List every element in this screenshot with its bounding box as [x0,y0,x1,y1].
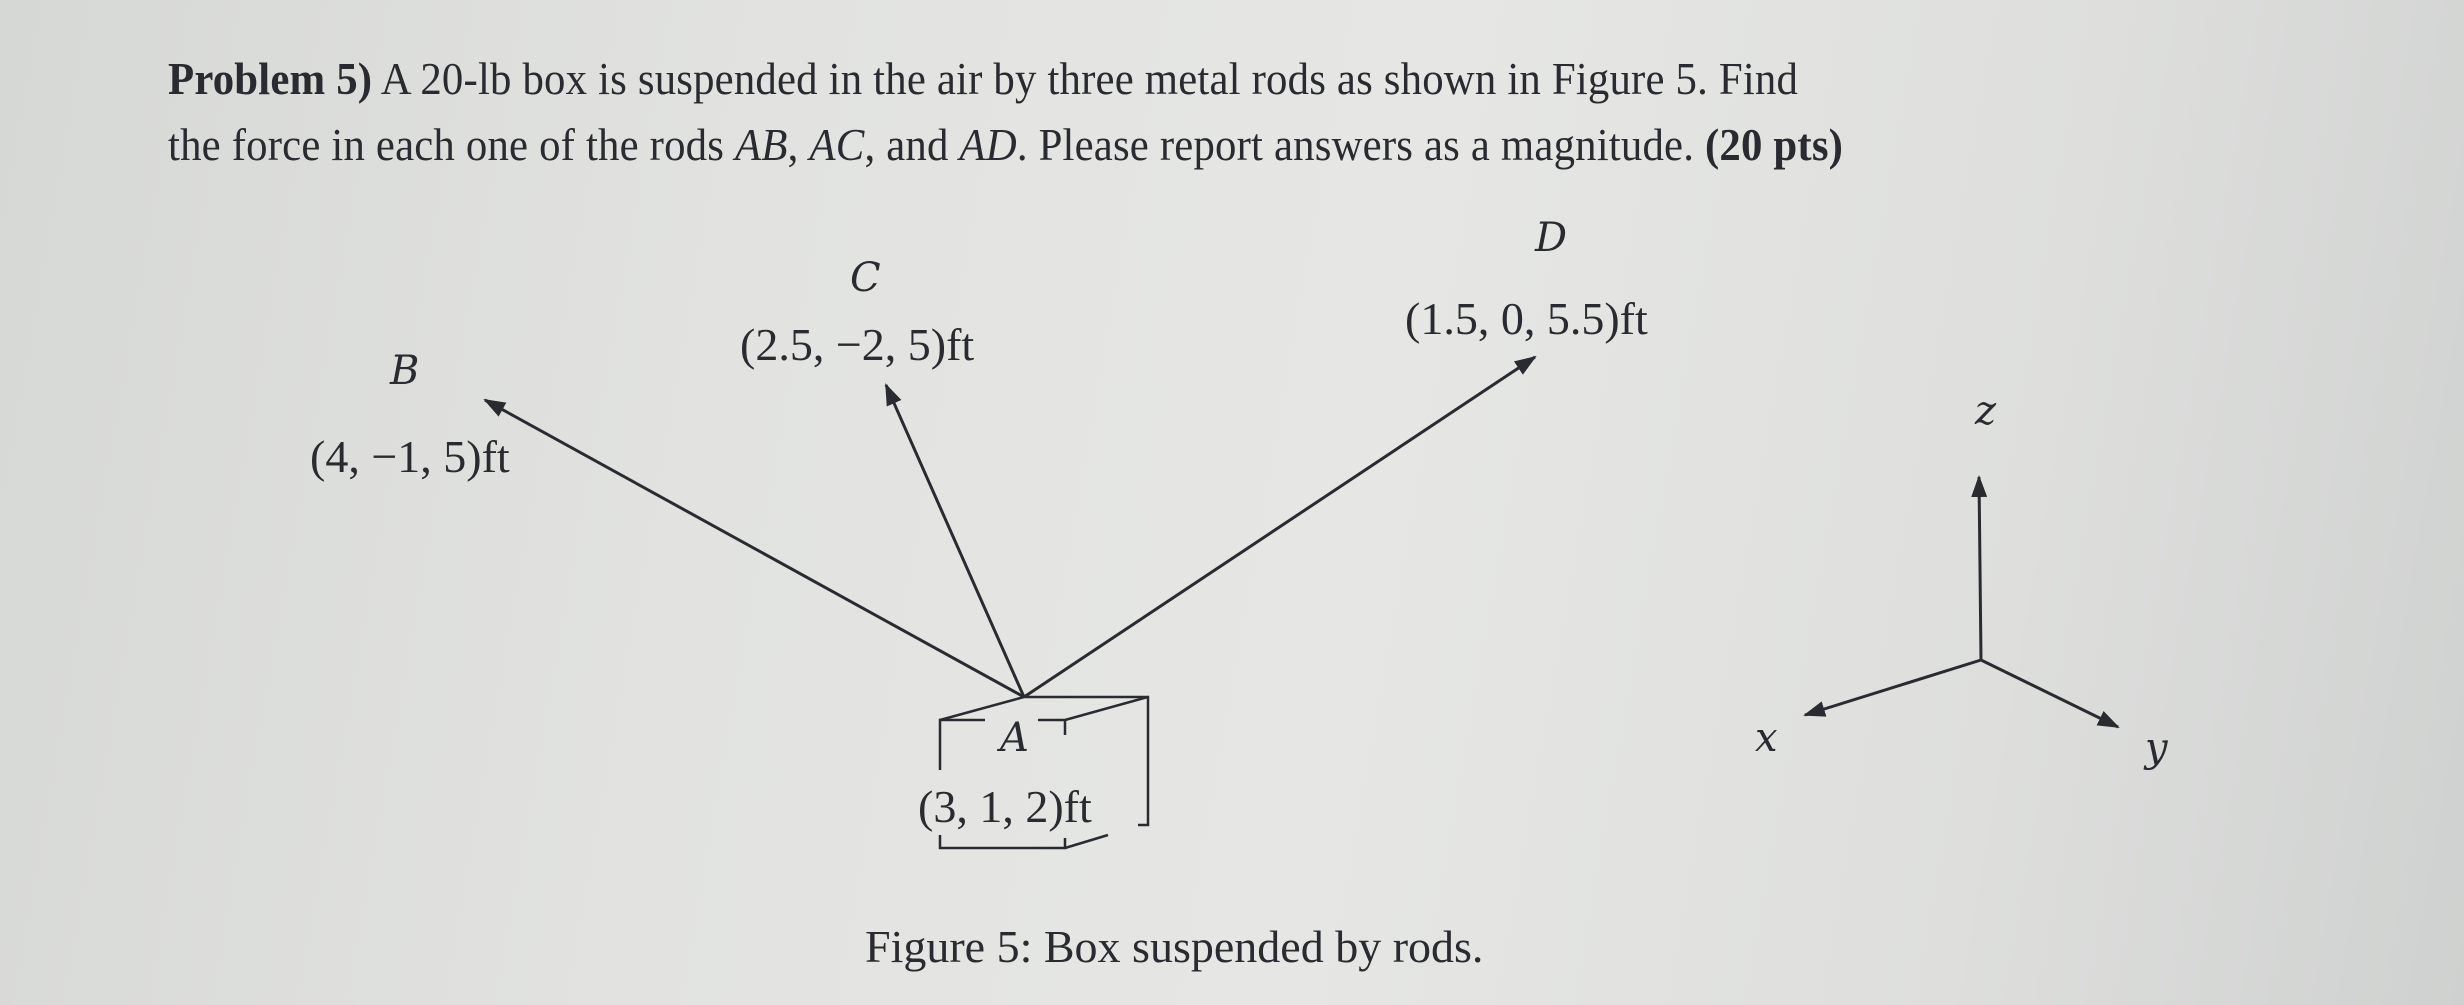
point-c-coord: (2.5, −2, 5)ft [740,319,975,370]
point-b-coord: (4, −1, 5)ft [310,431,510,482]
point-b-label: B [390,348,420,394]
problem-line-1: Problem 5) A 20-lb box is suspended in t… [168,53,1799,104]
rod-ab: AB [734,119,788,170]
rod-ad: AD [959,119,1017,170]
problem-label: Problem 5) [168,53,373,104]
point-c-label: C [850,255,881,301]
point-d-label: D [1535,215,1568,261]
rod-ac-line [884,383,1026,698]
point-a-coord: (3, 1, 2)ft [918,781,1092,832]
rod-ad-line [1023,355,1537,699]
rod-ab-line [483,398,1025,699]
coordinate-axes-icon [1803,475,2120,729]
axis-z-label: z [1975,388,1997,434]
points-label: (20 pts) [1704,119,1844,170]
axis-x-label: x [1755,715,1778,761]
point-a-label: A [1000,715,1029,761]
axis-y-label: y [2145,725,2168,771]
point-d-coord: (1.5, 0, 5.5)ft [1405,293,1648,344]
rod-ac: AC [809,119,865,170]
box-icon [938,695,1150,850]
figure-caption: Figure 5: Box suspended by rods. [865,921,1484,972]
problem-statement: Problem 5) A 20-lb box is suspended in t… [168,46,2214,178]
problem-line-2: the force in each one of the rods AB, AC… [168,119,1844,170]
